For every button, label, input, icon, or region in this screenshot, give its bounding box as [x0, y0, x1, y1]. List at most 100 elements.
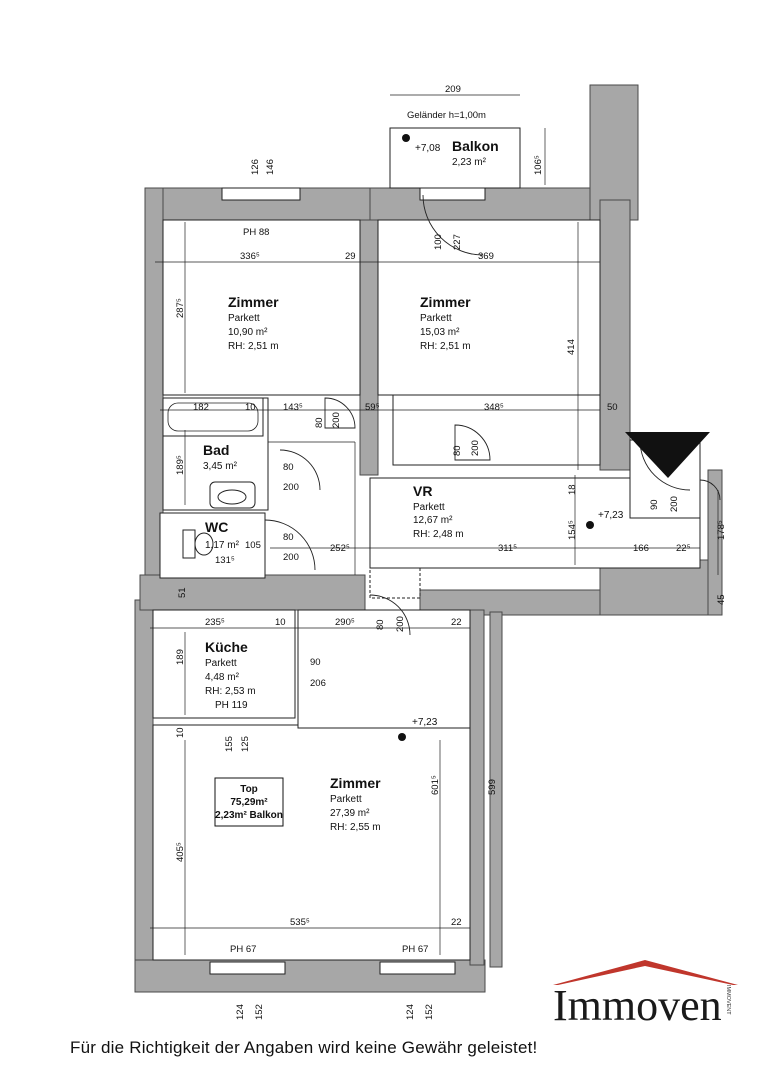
vr-name: VR: [413, 483, 432, 499]
summary-balkon: 2,23m² Balkon: [215, 810, 283, 821]
room-zimmer-3: Zimmer Parkett 27,39 m² RH: 2,55 m +7,23: [330, 717, 438, 833]
dim-label: 414: [566, 339, 577, 355]
dim-label: 29: [345, 251, 356, 262]
kueche-ph: PH 119: [215, 700, 248, 711]
kueche-area: 4,48 m²: [205, 672, 240, 683]
dim-label: 405⁵: [175, 842, 186, 862]
dim-label: 125: [240, 736, 251, 752]
balkon-name: Balkon: [452, 138, 499, 154]
dim-label: 80: [375, 619, 386, 630]
zimmer2-name: Zimmer: [420, 294, 471, 310]
dim-label: 200: [331, 412, 342, 428]
dim-label: 155: [224, 736, 235, 752]
dim-label: 124: [405, 1004, 416, 1020]
dim-label: 599: [487, 779, 498, 795]
toilet: [182, 529, 214, 559]
dim-label: 182: [193, 402, 209, 413]
summary-top: Top: [240, 784, 258, 795]
dim-label: 22: [451, 917, 462, 928]
dim-label: 146: [265, 159, 276, 175]
dim-label: 22: [451, 617, 462, 628]
room-vr: VR Parkett 12,67 m² RH: 2,48 m +7,23: [413, 483, 624, 540]
vr-floor: Parkett: [413, 502, 445, 513]
dim-label: 90: [649, 499, 660, 510]
dim-label: 311⁵: [498, 543, 517, 554]
dim-label: 209: [445, 84, 461, 95]
dim-label: 80: [283, 462, 294, 473]
dim-label: 124: [235, 1004, 246, 1020]
dim-label: 336⁵: [240, 251, 260, 262]
dim-label: PH 88: [243, 227, 269, 238]
doors: [264, 194, 721, 636]
dim-label: 152: [254, 1004, 265, 1020]
kueche-floor: Parkett: [205, 658, 237, 669]
dim-label: 10: [245, 402, 256, 413]
room-zimmer-2: Zimmer Parkett 15,03 m² RH: 2,51 m: [420, 294, 471, 352]
dimension-labels: 209 106⁵ 126 146 PH 88 336⁵ 29 369 287⁵ …: [175, 84, 727, 1020]
dim-label: 80: [452, 445, 463, 456]
dim-label: 348⁵: [484, 402, 504, 413]
bad-area: 3,45 m²: [203, 461, 238, 472]
dim-label: 601⁵: [430, 775, 441, 795]
entry-dashed: [369, 567, 421, 599]
zimmer2-area: 15,03 m²: [420, 327, 460, 338]
zimmer1-floor: Parkett: [228, 313, 260, 324]
dim-label: 166: [633, 543, 649, 554]
dim-label: 126: [250, 159, 261, 175]
zimmer1-name: Zimmer: [228, 294, 279, 310]
summary-box: Top 75,29m² 2,23m² Balkon: [214, 777, 284, 827]
wc-name: WC: [205, 519, 228, 535]
roof-icon: [553, 960, 738, 985]
dim-label: 235⁵: [205, 617, 225, 628]
bathtub: [162, 397, 264, 437]
dim-label: PH 67: [230, 944, 256, 955]
dim-label: 189⁵: [175, 455, 186, 475]
vr-height: RH: 2,48 m: [413, 529, 464, 540]
outer-walls: [134, 84, 723, 993]
dim-label: 369: [478, 251, 494, 262]
zimmer1-area: 10,90 m²: [228, 327, 268, 338]
dim-label: 287⁵: [175, 298, 186, 318]
dim-label: 200: [470, 440, 481, 456]
dim-label: 80: [283, 532, 294, 543]
dim-label: 227: [452, 234, 463, 250]
zimmer3-floor: Parkett: [330, 794, 362, 805]
vr-elevation: +7,23: [598, 510, 624, 521]
dim-label: 105: [245, 540, 261, 551]
entrance-arrow-icon: [625, 432, 710, 478]
railing-label: Geländer h=1,00m: [407, 110, 486, 121]
kueche-name: Küche: [205, 639, 248, 655]
balkon-area: 2,23 m²: [452, 157, 487, 168]
wc-area: 1,17 m²: [205, 540, 240, 551]
elevation-markers: [398, 134, 594, 741]
washbasin: [209, 481, 256, 509]
room-zimmer-1: Zimmer Parkett 10,90 m² RH: 2,51 m: [228, 294, 279, 352]
dim-label: 178⁵: [716, 520, 727, 540]
dim-label: 143⁵: [283, 402, 303, 413]
dim-label: 200: [283, 552, 299, 563]
dim-label: 152: [424, 1004, 435, 1020]
dim-label: 50: [607, 402, 618, 413]
dim-label: 90: [310, 657, 321, 668]
dim-label: 80: [314, 417, 325, 428]
zimmer2-height: RH: 2,51 m: [420, 341, 471, 352]
zimmer1-height: RH: 2,51 m: [228, 341, 279, 352]
zimmer2-floor: Parkett: [420, 313, 452, 324]
dim-label: PH 67: [402, 944, 428, 955]
dim-label: 189: [175, 649, 186, 665]
dim-label: 100: [433, 234, 444, 250]
dim-label: 10: [175, 727, 186, 738]
room-outlines: [152, 127, 701, 961]
dim-label: 206: [310, 678, 326, 689]
dim-label: 131⁵: [215, 555, 235, 566]
zimmer3-area: 27,39 m²: [330, 808, 370, 819]
vr-area: 12,67 m²: [413, 515, 453, 526]
dim-label: 22⁵: [676, 543, 691, 554]
bad-name: Bad: [203, 442, 229, 458]
dim-label: 59⁵: [365, 402, 380, 413]
dim-label: 45: [716, 594, 727, 605]
dim-label: 252⁵: [330, 543, 350, 554]
room-balkon: Geländer h=1,00m +7,08 Balkon 2,23 m²: [407, 110, 499, 168]
dim-label: 290⁵: [335, 617, 355, 628]
